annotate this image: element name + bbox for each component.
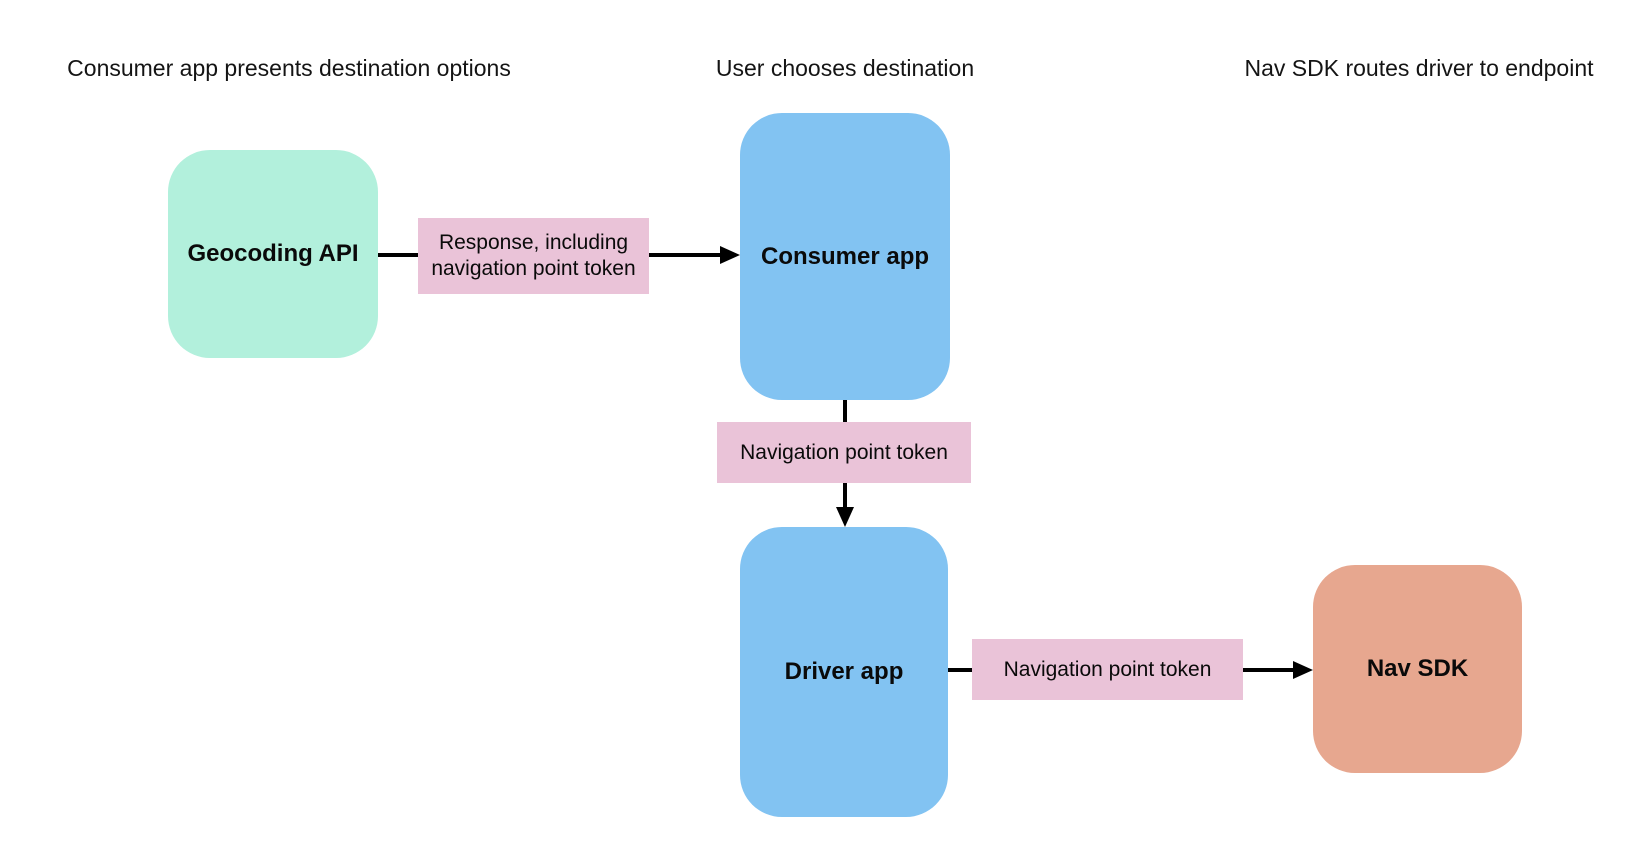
connector-token-label-to-driver	[843, 483, 847, 509]
connector-token-label-to-navsdk	[1243, 668, 1295, 672]
column-header-consumer-presents: Consumer app presents destination option…	[67, 55, 511, 81]
node-consumer-app-label: Consumer app	[760, 242, 930, 270]
node-driver-app-label: Driver app	[784, 658, 904, 685]
node-geocoding-api-label: Geocoding API	[187, 240, 359, 267]
arrowhead-right-icon	[720, 246, 740, 264]
edge-label-response-including-token: Response, including navigation point tok…	[418, 218, 649, 294]
arrowhead-right-icon	[1293, 661, 1313, 679]
node-driver-app: Driver app	[740, 527, 948, 817]
connector-response-label-to-consumer	[649, 253, 722, 257]
connector-geocoding-to-response-label	[378, 253, 418, 257]
node-nav-sdk: Nav SDK	[1313, 565, 1522, 773]
arrowhead-down-icon	[836, 507, 854, 527]
edge-label-token-driver-navsdk: Navigation point token	[972, 639, 1243, 700]
node-geocoding-api: Geocoding API	[168, 150, 378, 358]
node-nav-sdk-label: Nav SDK	[1366, 655, 1469, 682]
connector-driver-to-token-label	[948, 668, 972, 672]
edge-label-token-consumer-driver: Navigation point token	[717, 422, 971, 483]
column-header-navsdk-routes: Nav SDK routes driver to endpoint	[1244, 55, 1594, 81]
connector-consumer-to-token-label	[843, 400, 847, 422]
column-header-user-chooses: User chooses destination	[715, 55, 975, 81]
node-consumer-app: Consumer app	[740, 113, 950, 400]
